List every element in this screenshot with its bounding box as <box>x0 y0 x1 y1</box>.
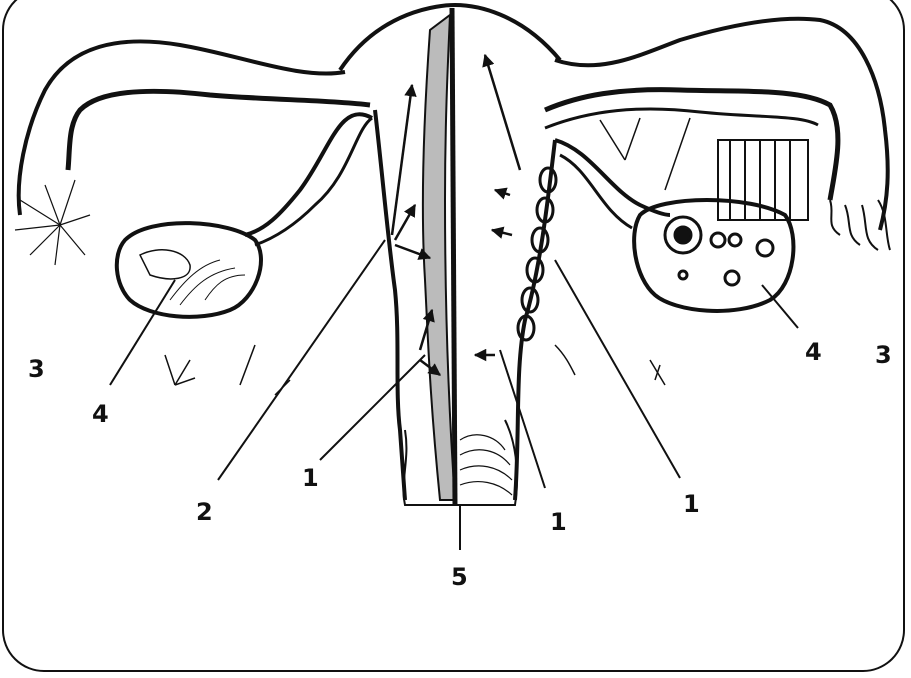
left-fallopian-tube-inner <box>68 91 370 170</box>
label-1-b: 1 <box>550 510 567 534</box>
left-fallopian-tube <box>19 41 345 215</box>
left-fimbriae <box>15 180 90 265</box>
label-4-right: 4 <box>805 340 822 364</box>
label-3-right: 3 <box>875 343 892 367</box>
ovarian-follicles <box>665 217 773 285</box>
label-2: 2 <box>196 500 213 524</box>
label-3-left: 3 <box>28 357 45 381</box>
label-4-left: 4 <box>92 402 109 426</box>
left-ligament-remnant <box>165 345 290 395</box>
uterine-midline <box>452 8 455 505</box>
label-1-c: 1 <box>683 492 700 516</box>
cervix <box>404 420 517 505</box>
label-1-a: 1 <box>302 466 319 490</box>
right-ovarian-ligament <box>555 140 670 215</box>
left-ovarian-ligament <box>245 114 372 235</box>
label-5: 5 <box>451 565 468 589</box>
left-ovary <box>117 223 261 317</box>
